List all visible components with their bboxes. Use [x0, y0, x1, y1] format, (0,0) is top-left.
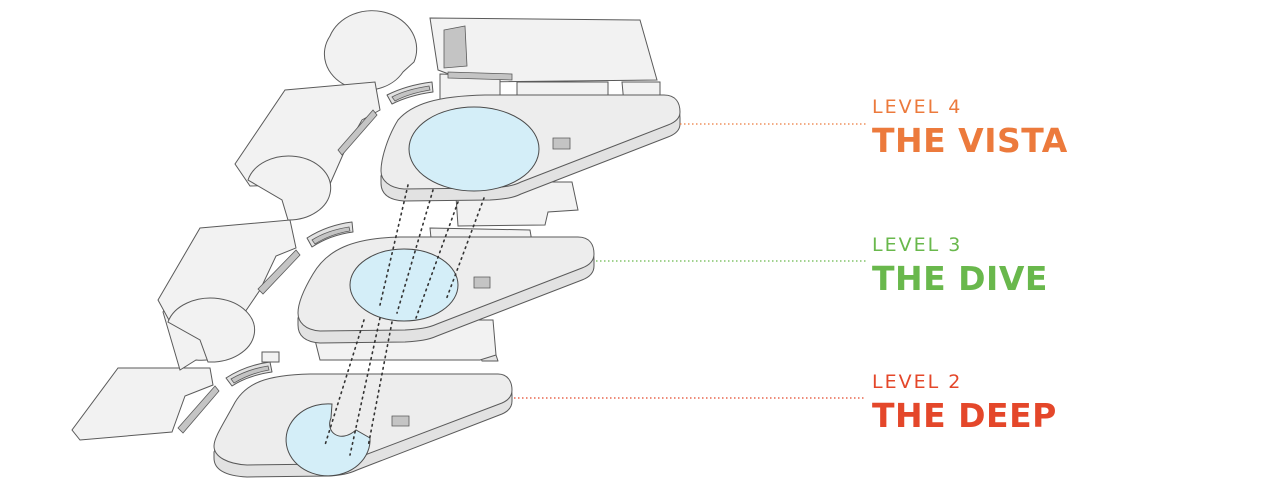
- level-3-number: LEVEL 3: [872, 234, 963, 256]
- level-3-floor-plate: [157, 181, 595, 363]
- level-3-label: LEVEL 3 THE DIVE: [872, 234, 1048, 298]
- level-4-title: THE VISTA: [872, 121, 1068, 160]
- level-4-number: LEVEL 4: [872, 96, 963, 118]
- level-2-title: THE DEEP: [872, 396, 1057, 435]
- vertical-shafts: [324, 184, 485, 456]
- level-3-title: THE DIVE: [872, 259, 1048, 298]
- level-4-floor-plate: [234, 10, 681, 221]
- level-4-label: LEVEL 4 THE VISTA: [872, 96, 1068, 160]
- level-2-number: LEVEL 2: [872, 371, 963, 393]
- level-2-floor-plate: [71, 291, 513, 478]
- level-2-label: LEVEL 2 THE DEEP: [872, 371, 1057, 435]
